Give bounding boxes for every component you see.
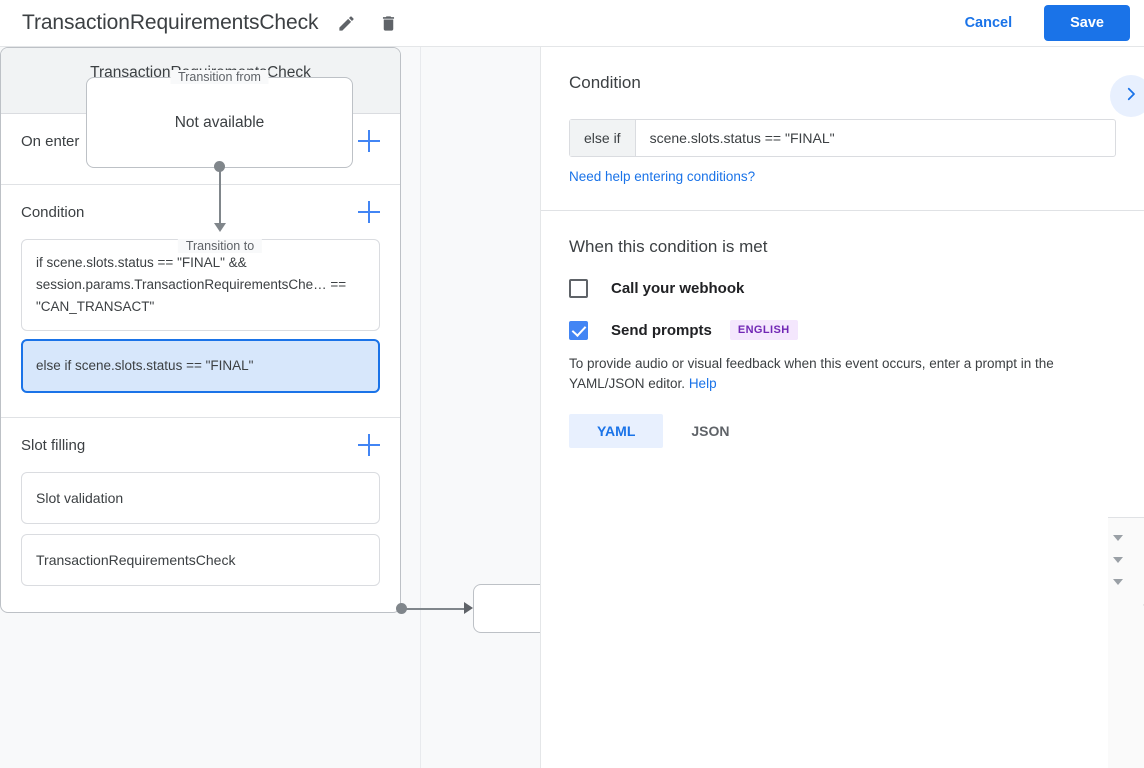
cancel-button[interactable]: Cancel: [949, 6, 1029, 40]
code-editor[interactable]: 12345 candidates: - first_simple: varian…: [1108, 517, 1144, 768]
transition-from-node[interactable]: Transition from Not available: [86, 70, 353, 168]
tab-yaml[interactable]: YAML: [569, 414, 664, 448]
panel-condition-heading: Condition: [569, 73, 641, 92]
topbar-actions: Cancel Save: [949, 5, 1144, 41]
editor-line-number: 1: [1108, 527, 1144, 549]
trash-icon: [379, 14, 398, 33]
panel-when-met-heading: When this condition is met: [569, 237, 768, 256]
save-button[interactable]: Save: [1044, 5, 1130, 41]
add-slot-filling-button[interactable]: [358, 434, 380, 456]
editor-line-number: 5: [1108, 615, 1144, 637]
add-condition-button[interactable]: [358, 201, 380, 223]
slot-filling-item[interactable]: TransactionRequirementsCheck: [21, 534, 380, 586]
section-condition-header: Condition: [21, 185, 380, 239]
panel-when-met-section: When this condition is met Call your web…: [541, 211, 1144, 472]
transition-from-value: Not available: [174, 113, 265, 131]
condition-input[interactable]: [635, 120, 1115, 156]
connector-line-horizontal: [406, 608, 466, 610]
prompts-description: To provide audio or visual feedback when…: [569, 354, 1116, 394]
condition-field[interactable]: else if: [569, 119, 1116, 157]
section-on-enter-header: On enter: [21, 114, 380, 168]
details-panel: Condition else if Need help entering con…: [540, 47, 1144, 768]
fold-triangle-icon[interactable]: [1113, 535, 1123, 541]
editor-line-number: 3: [1108, 571, 1144, 593]
panel-condition-section: Condition else if Need help entering con…: [541, 47, 1144, 210]
condition-item[interactable]: if scene.slots.status == "FINAL" && sess…: [21, 239, 380, 331]
send-prompts-checkbox[interactable]: [569, 320, 588, 340]
transition-to-legend: Transition to: [177, 239, 263, 253]
section-slot-filling-title: Slot filling: [21, 436, 86, 454]
send-prompts-checkbox-row[interactable]: Send prompts ENGLISH: [569, 320, 1116, 340]
canvas-guide-line: [420, 47, 421, 768]
webhook-checkbox-label: Call your webhook: [611, 280, 745, 297]
tab-json[interactable]: JSON: [691, 423, 730, 439]
editor-format-tabs: YAML JSON: [569, 414, 1116, 448]
prompts-help-link[interactable]: Help: [688, 376, 717, 391]
section-slot-filling-header: Slot filling: [21, 418, 380, 472]
transition-from-legend: Transition from: [170, 70, 269, 84]
section-on-enter-title: On enter: [21, 132, 80, 150]
pencil-icon: [337, 14, 356, 33]
add-on-enter-button[interactable]: [358, 130, 380, 152]
editor-line-number: 4: [1108, 593, 1144, 615]
top-bar: TransactionRequirementsCheck Cancel Save: [0, 0, 1144, 47]
edit-name-button[interactable]: [332, 9, 360, 37]
flow-canvas[interactable]: Transition from Not available Transition…: [0, 47, 540, 768]
connector-arrow-right: [464, 602, 473, 614]
collapse-panel-button[interactable]: [1110, 75, 1144, 117]
connector-dot-right: [396, 603, 407, 614]
section-slot-filling: Slot filling Slot validation Transaction…: [1, 418, 400, 612]
section-condition: Condition if scene.slots.status == "FINA…: [1, 185, 400, 418]
webhook-checkbox-row[interactable]: Call your webhook: [569, 279, 1116, 298]
delete-button[interactable]: [374, 9, 402, 37]
editor-line-number: 2: [1108, 549, 1144, 571]
condition-prefix-label: else if: [570, 120, 636, 156]
send-prompts-checkbox-label: Send prompts: [611, 321, 712, 339]
panel-divider: [541, 210, 1144, 211]
page-title: TransactionRequirementsCheck: [22, 11, 319, 34]
chevron-right-icon: [1122, 85, 1140, 108]
prompts-description-text: To provide audio or visual feedback when…: [569, 356, 1054, 391]
next-node-partial[interactable]: [473, 584, 540, 633]
section-condition-title: Condition: [21, 203, 85, 221]
webhook-checkbox[interactable]: [569, 279, 588, 298]
condition-help-link[interactable]: Need help entering conditions?: [569, 169, 756, 184]
slot-filling-item[interactable]: Slot validation: [21, 472, 380, 524]
connector-arrow-down: [214, 223, 226, 232]
connector-line-vertical: [219, 166, 221, 226]
editor-gutter[interactable]: 12345: [1108, 518, 1144, 768]
fold-triangle-icon[interactable]: [1113, 579, 1123, 585]
language-badge: ENGLISH: [729, 320, 798, 340]
section-on-enter: On enter: [1, 114, 400, 185]
condition-item-selected[interactable]: else if scene.slots.status == "FINAL": [21, 339, 380, 393]
fold-triangle-icon[interactable]: [1113, 557, 1123, 563]
